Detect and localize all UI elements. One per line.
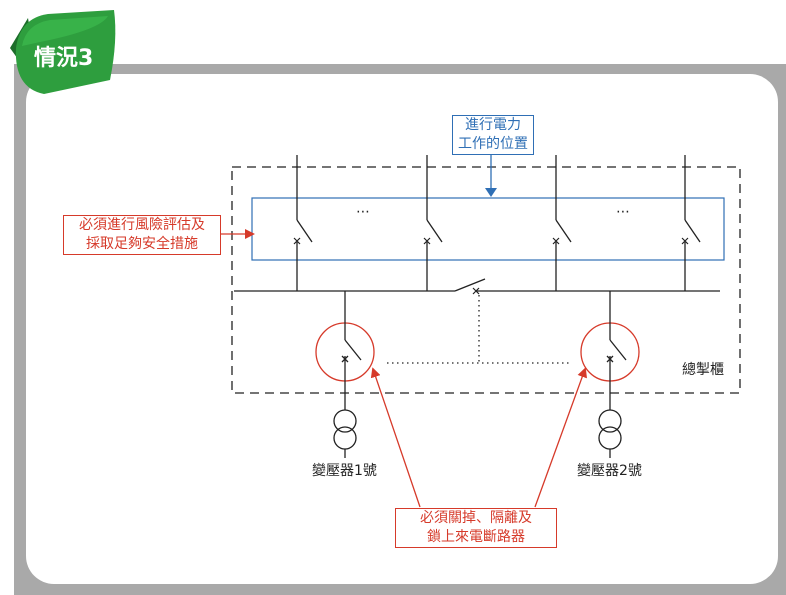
tab-highlight — [22, 16, 108, 46]
breaker-cross-icons — [293, 237, 689, 245]
transformer-1-icon — [333, 409, 357, 458]
power-work-line-1: 進行電力 — [465, 117, 521, 133]
feeder-2 — [426, 155, 443, 291]
transformer-2-label: 變壓器2號 — [577, 463, 642, 479]
transformer-1-label: 變壓器1號 — [312, 463, 377, 479]
bus-section-switch — [454, 278, 486, 292]
switch-line-2: 鎖上來電斷路器 — [427, 529, 525, 545]
risk-line-1: 必須進行風險評估及 — [79, 217, 205, 233]
power-work-line-2: 工作的位置 — [458, 136, 528, 152]
content-panel — [26, 74, 778, 584]
risk-line-2: 採取足夠安全措施 — [86, 236, 198, 252]
feeder-4 — [684, 155, 701, 291]
switch-arrow-right — [534, 367, 587, 508]
incoming-breaker-1 — [341, 291, 362, 410]
main-panel-boundary — [231, 166, 741, 394]
situation-tab — [10, 10, 116, 94]
ellipsis-right: ⋯ — [616, 204, 630, 220]
power-work-note: 進行電力 工作的位置 — [452, 115, 534, 155]
main-panel-label: 總掣櫃 — [682, 362, 724, 378]
ellipsis-left: ⋯ — [356, 204, 370, 220]
switch-arrow-left — [370, 367, 421, 508]
risk-assessment-note: 必須進行風險評估及 採取足夠安全措施 — [63, 215, 221, 255]
feeder-3 — [555, 155, 572, 291]
feeder-1 — [296, 155, 313, 291]
switch-off-note: 必須關掉、隔離及 鎖上來電斷路器 — [395, 508, 557, 548]
incoming-breaker-2 — [606, 291, 627, 410]
switch-line-1: 必須關掉、隔離及 — [420, 510, 532, 526]
work-area-box — [251, 197, 725, 261]
interlock-link — [387, 295, 572, 364]
transformer-2-icon — [598, 409, 622, 458]
work-area-arrow-icon — [485, 188, 497, 197]
tab-label: 情況3 — [34, 46, 94, 71]
